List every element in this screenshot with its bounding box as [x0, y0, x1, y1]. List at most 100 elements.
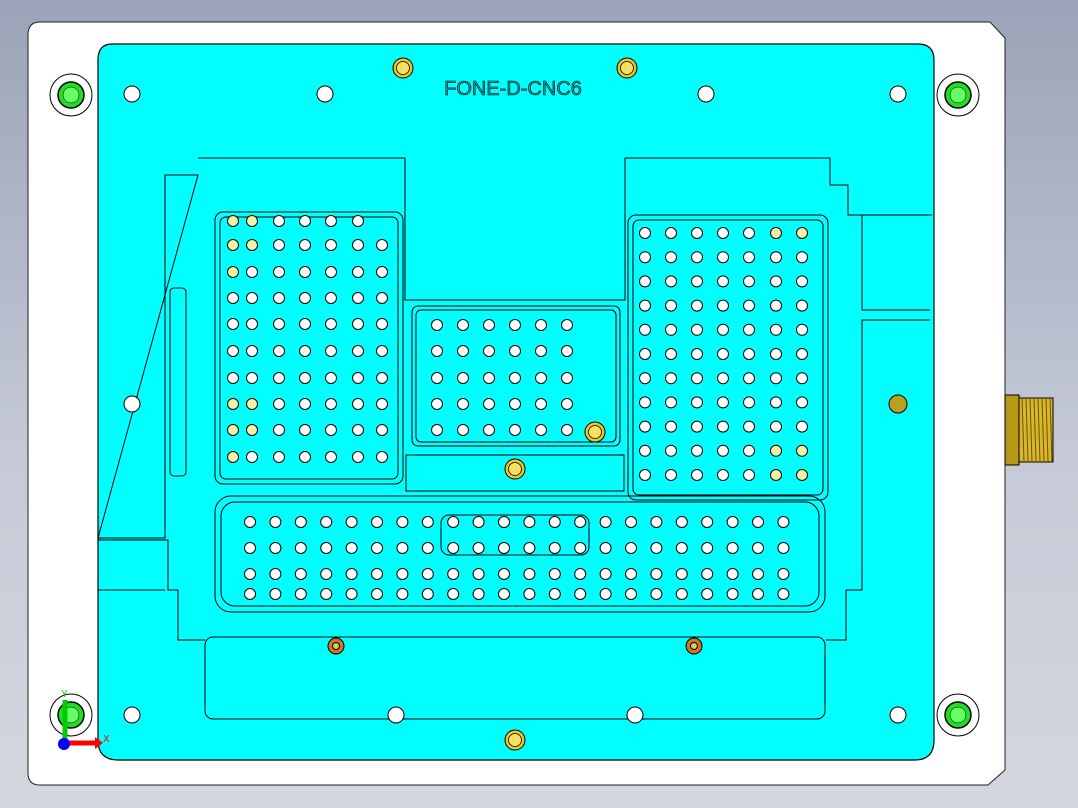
hole	[717, 469, 729, 481]
hole	[396, 516, 409, 528]
hole	[665, 227, 677, 239]
hole	[325, 345, 337, 357]
hole	[665, 348, 677, 360]
hole	[726, 588, 739, 600]
hole	[352, 345, 364, 357]
hole	[675, 588, 688, 600]
hole	[770, 299, 782, 312]
hole	[777, 542, 790, 554]
hole	[325, 372, 337, 384]
hole	[244, 542, 256, 554]
hole	[299, 424, 311, 436]
hole	[691, 251, 703, 264]
thread-line	[1029, 397, 1033, 463]
hole	[625, 588, 637, 600]
hole	[523, 568, 536, 580]
hole	[717, 227, 729, 239]
hole	[675, 568, 688, 580]
hole	[770, 444, 782, 457]
mounting-hole	[123, 706, 141, 724]
hole	[371, 542, 383, 554]
hole	[227, 292, 239, 304]
hole	[352, 398, 364, 410]
hole	[523, 516, 536, 528]
hole	[431, 372, 443, 384]
hole	[447, 516, 460, 528]
hole	[770, 469, 782, 481]
hole	[509, 372, 521, 384]
hole	[371, 588, 383, 600]
hole	[691, 372, 703, 385]
hole	[294, 568, 307, 580]
hole	[273, 345, 285, 357]
hole	[246, 239, 258, 251]
screw-highlight	[949, 86, 967, 104]
hole	[561, 372, 573, 384]
hole	[665, 323, 677, 336]
mounting-hole	[626, 706, 644, 724]
hole	[371, 516, 383, 528]
hole	[299, 239, 311, 251]
mounting-hole	[889, 706, 907, 724]
hole	[796, 372, 808, 385]
hole	[639, 444, 651, 457]
hole	[325, 215, 337, 227]
hole	[743, 420, 755, 433]
hole	[273, 239, 285, 251]
hole	[535, 345, 547, 357]
dowel-pin-top	[508, 733, 522, 747]
hole	[675, 542, 688, 554]
hole	[770, 275, 782, 288]
hole	[796, 275, 808, 288]
hole	[717, 396, 729, 409]
screw-highlight	[62, 86, 80, 104]
hole	[691, 420, 703, 433]
hole	[447, 568, 460, 580]
hole	[770, 396, 782, 409]
hole	[376, 372, 388, 384]
hole	[299, 345, 311, 357]
hole	[665, 372, 677, 385]
hole	[498, 568, 510, 580]
hole	[273, 215, 285, 227]
hole	[227, 266, 239, 278]
hole	[796, 227, 808, 239]
screw-highlight	[949, 706, 967, 724]
hole	[509, 319, 521, 331]
hole	[498, 542, 510, 554]
hole	[299, 398, 311, 410]
hole	[431, 424, 443, 436]
x-axis-label: X	[103, 734, 110, 745]
hole	[717, 372, 729, 385]
hole	[535, 319, 547, 331]
hole	[325, 292, 337, 304]
hole	[345, 542, 358, 554]
hole	[574, 542, 587, 554]
hole	[509, 424, 521, 436]
hole	[431, 398, 443, 410]
hole	[796, 469, 808, 481]
hole	[574, 588, 587, 600]
hole	[345, 568, 358, 580]
hole	[431, 319, 443, 331]
screw-counterbore	[49, 693, 93, 737]
hole	[796, 323, 808, 336]
hole	[639, 251, 651, 264]
dowel-pin-top	[620, 61, 634, 75]
mounting-hole	[697, 85, 715, 103]
hole	[717, 323, 729, 336]
hole	[639, 348, 651, 360]
hole	[701, 542, 714, 554]
hole	[447, 542, 460, 554]
hole	[752, 542, 764, 554]
hole	[691, 227, 703, 239]
hole	[483, 319, 495, 331]
hole	[472, 588, 485, 600]
hole	[227, 424, 239, 436]
hole	[691, 275, 703, 288]
hole	[752, 588, 764, 600]
hole	[625, 568, 637, 580]
thread-line	[1045, 397, 1049, 463]
hole	[325, 451, 337, 463]
